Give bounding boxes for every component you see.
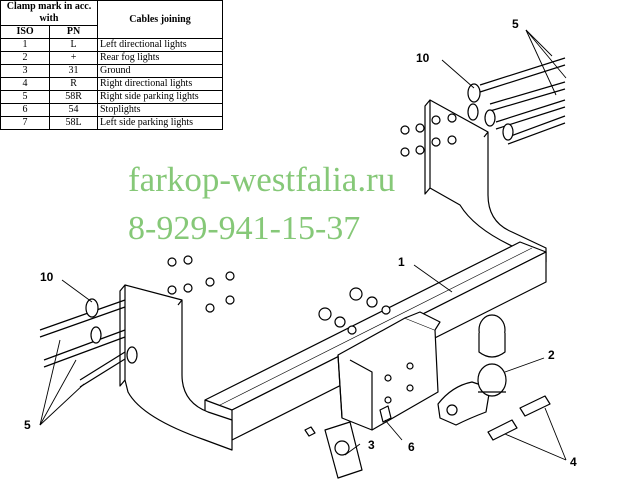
callout-3: 3 bbox=[368, 438, 375, 452]
callout-6: 6 bbox=[408, 440, 415, 454]
row-iso: 7 bbox=[0, 116, 51, 130]
right-mounting-bracket bbox=[424, 99, 547, 263]
tow-ball-cap bbox=[478, 314, 506, 358]
header-clamp-mark: Clamp mark in acc. with bbox=[0, 0, 98, 26]
callout-5-left: 5 bbox=[24, 418, 31, 432]
row-desc: Right directional lights bbox=[97, 77, 223, 91]
callout-10-left: 10 bbox=[40, 270, 54, 284]
row-desc: Ground bbox=[97, 64, 223, 78]
row-desc: Left side parking lights bbox=[97, 116, 223, 130]
socket-plate bbox=[304, 421, 363, 479]
row-desc: Left directional lights bbox=[97, 38, 223, 52]
ball-mount-plate bbox=[337, 311, 441, 431]
table-row: 7 58L Left side parking lights bbox=[0, 116, 223, 130]
center-bolt-set bbox=[318, 287, 392, 423]
watermark-phone: 8-929-941-15-37 bbox=[128, 210, 361, 247]
right-bolt-set bbox=[400, 57, 566, 157]
coupling-bolts bbox=[487, 395, 551, 441]
left-mounting-bracket bbox=[119, 284, 233, 451]
row-pn: R bbox=[49, 77, 98, 91]
row-pn: + bbox=[49, 51, 98, 65]
callout-1: 1 bbox=[398, 255, 405, 269]
callout-4: 4 bbox=[570, 455, 577, 469]
row-desc: Rear fog lights bbox=[97, 51, 223, 65]
row-pn: 58R bbox=[49, 90, 98, 104]
row-iso: 6 bbox=[0, 103, 51, 117]
header-cables-joining: Cables joining bbox=[97, 0, 223, 39]
header-iso: ISO bbox=[0, 25, 51, 39]
table-row: 4 R Right directional lights bbox=[0, 77, 223, 91]
header-pn: PN bbox=[49, 25, 98, 39]
left-bolt-set bbox=[39, 255, 235, 388]
table-subheader-row: ISO PN bbox=[0, 25, 223, 39]
row-pn: 54 bbox=[49, 103, 98, 117]
table-header-row: Clamp mark in acc. with Cables joining bbox=[0, 0, 223, 39]
row-desc: Right side parking lights bbox=[97, 90, 223, 104]
row-pn: 31 bbox=[49, 64, 98, 78]
watermark-site: farkop-westfalia.ru bbox=[128, 160, 396, 199]
leader-lines bbox=[39, 29, 567, 461]
callout-10-right: 10 bbox=[416, 51, 430, 65]
table-row: 6 54 Stoplights bbox=[0, 103, 223, 117]
callout-5-right: 5 bbox=[512, 17, 519, 31]
row-pn: L bbox=[49, 38, 98, 52]
row-desc: Stoplights bbox=[97, 103, 223, 117]
callout-2: 2 bbox=[548, 348, 555, 362]
row-iso: 3 bbox=[0, 64, 51, 78]
row-pn: 58L bbox=[49, 116, 98, 130]
row-iso: 1 bbox=[0, 38, 51, 52]
row-iso: 2 bbox=[0, 51, 51, 65]
tow-ball bbox=[437, 363, 507, 426]
row-iso: 4 bbox=[0, 77, 51, 91]
table-row: 3 31 Ground bbox=[0, 64, 223, 78]
table-row: 5 58R Right side parking lights bbox=[0, 90, 223, 104]
table-row: 1 L Left directional lights bbox=[0, 38, 223, 52]
table-row: 2 + Rear fog lights bbox=[0, 51, 223, 65]
row-iso: 5 bbox=[0, 90, 51, 104]
cables-joining-table: Clamp mark in acc. with Cables joining I… bbox=[0, 0, 223, 130]
